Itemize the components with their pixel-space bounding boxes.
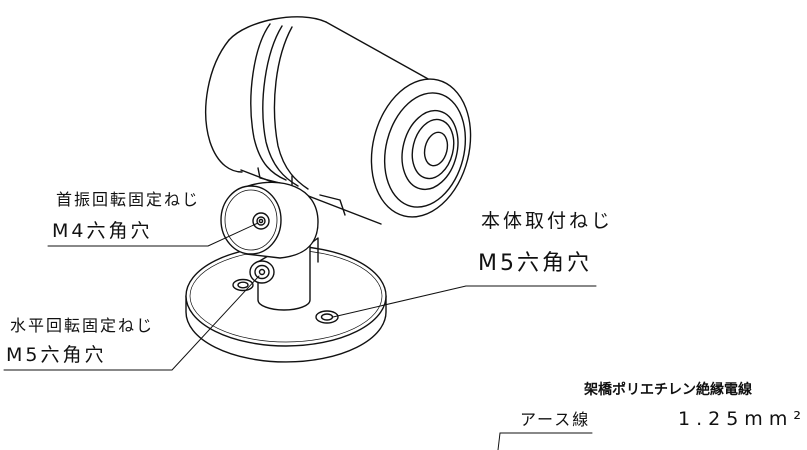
body-screw-spec-label: M5六角穴 (478, 251, 592, 276)
tilt-screw-spec-label: M5六角穴 (6, 344, 107, 366)
tilt-screw-name-label: 水平回転固定ねじ (10, 316, 155, 335)
ground-wire-name-label: アース線 (520, 410, 591, 429)
base-screw-right (315, 310, 339, 324)
ground-wire-size-label: 1.25mm² (678, 408, 807, 430)
leader-lines (3, 222, 597, 450)
pan-screw (252, 212, 270, 230)
pan-knuckle (220, 181, 319, 259)
stem (257, 237, 319, 311)
pan-screw-spec-label: M4六角穴 (52, 220, 153, 242)
camera-body (205, 16, 472, 225)
body-screw-name-label: 本体取付ねじ (481, 210, 614, 232)
ground-wire-type-label: 架橋ポリエチレン絶縁電線 (584, 382, 752, 398)
pan-screw-name-label: 首振回転固定ねじ (56, 190, 201, 209)
tilt-screw (249, 260, 275, 284)
